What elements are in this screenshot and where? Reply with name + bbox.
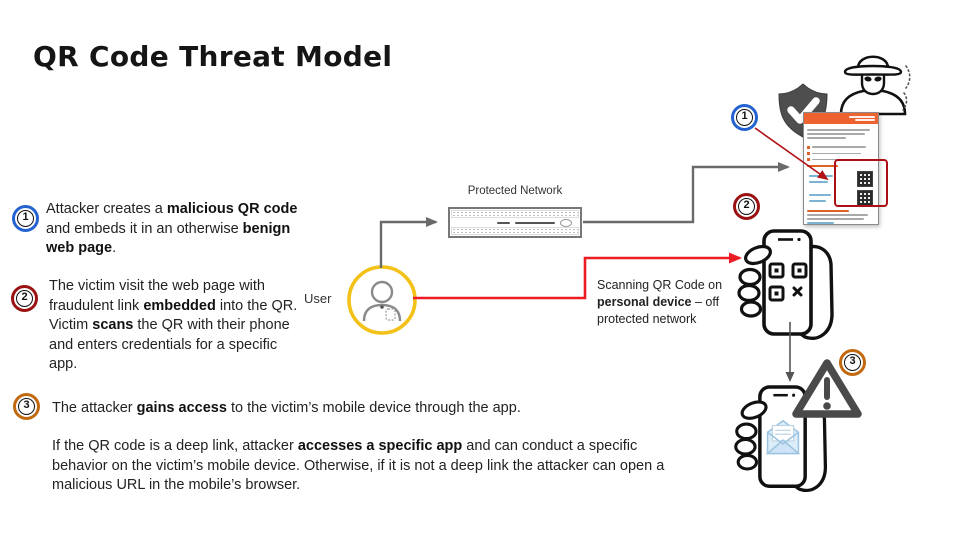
page-title: QR Code Threat Model [33,40,393,73]
malicious-webpage-thumbnail [803,112,888,225]
user-label: User [304,291,332,306]
router-texture-bottom [451,227,579,235]
arrow-user-to-network [379,217,438,268]
qr-code-small [857,170,873,187]
diagram-badge-1: 1 [731,104,758,131]
step-3-text-line2: If the QR code is a deep link, attacker … [52,438,665,493]
router-texture-top [451,210,579,218]
diagram-badge-2: 2 [733,193,760,220]
step-1-badge: 1 [12,205,39,232]
protected-network-label: Protected Network [467,185,563,197]
scanning-annotation: Scanning QR Code on personal device – of… [597,278,723,326]
user-avatar-icon [347,265,417,335]
step-3-badge: 3 [13,393,40,420]
spy-icon [839,55,911,116]
router-faceplate [450,218,580,227]
step-1-text: Attacker creates a malicious QR code and… [46,201,298,256]
qr-highlight-box [834,159,888,207]
warning-triangle-icon [792,359,862,418]
step-2-badge: 2 [11,285,38,312]
open-envelope-icon [765,419,801,455]
router-port [560,218,572,227]
step-2-text: The victim visit the web page with fraud… [49,278,298,372]
diagram-badge-3: 3 [839,349,866,376]
flyer-header [804,113,878,124]
protected-network-router [448,207,582,238]
hand-phone-qr-icon [737,229,834,340]
step-3-text-line1: The attacker gains access to the victim’… [52,400,521,416]
